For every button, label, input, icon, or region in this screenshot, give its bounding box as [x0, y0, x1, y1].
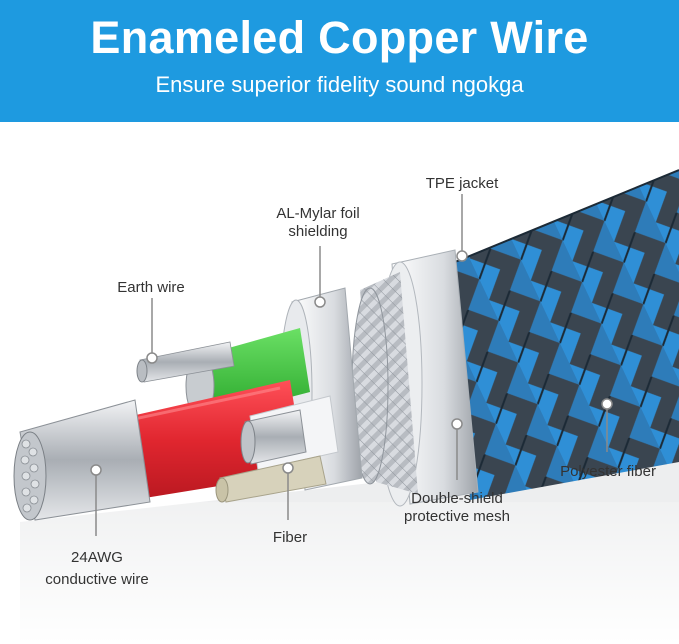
earth-wire	[136, 341, 235, 383]
white-conductor	[240, 395, 339, 471]
label-double-shield-line1: Double-shield	[411, 490, 503, 507]
label-al-mylar-line2: shielding	[288, 223, 347, 240]
label-double-shield-line2: protective mesh	[404, 508, 510, 525]
label-earth-wire: Earth wire	[117, 279, 185, 296]
label-polyester-fiber: Polyester fiber	[560, 463, 656, 480]
label-awg-line2: conductive wire	[45, 571, 148, 588]
page-subtitle: Ensure superior fidelity sound ngokga	[155, 72, 524, 97]
label-fiber: Fiber	[273, 529, 307, 546]
double-shield-mesh	[351, 272, 418, 494]
label-awg-line1: 24AWG	[71, 549, 123, 566]
cable-cross-section-diagram: TPE jacket AL-Mylar foil shielding Earth…	[0, 169, 679, 644]
callout-dot-double-shield	[451, 418, 463, 430]
callout-dot-al-mylar	[314, 296, 326, 308]
tpe-jacket-braid	[455, 170, 679, 500]
page-title: Enameled Copper Wire	[90, 12, 589, 63]
callout-dot-earth-wire	[146, 352, 158, 364]
callout-dot-awg	[90, 464, 102, 476]
reflection-fade	[0, 502, 679, 644]
label-al-mylar-line1: AL-Mylar foil	[276, 205, 359, 222]
callout-dot-fiber	[282, 462, 294, 474]
label-tpe-jacket: TPE jacket	[426, 175, 499, 192]
header-banner: Enameled Copper Wire Ensure superior fid…	[0, 0, 679, 122]
awg-conductive-wire	[13, 399, 151, 521]
callout-dot-polyester-fiber	[601, 398, 613, 410]
callout-dot-tpe-jacket	[456, 250, 468, 262]
